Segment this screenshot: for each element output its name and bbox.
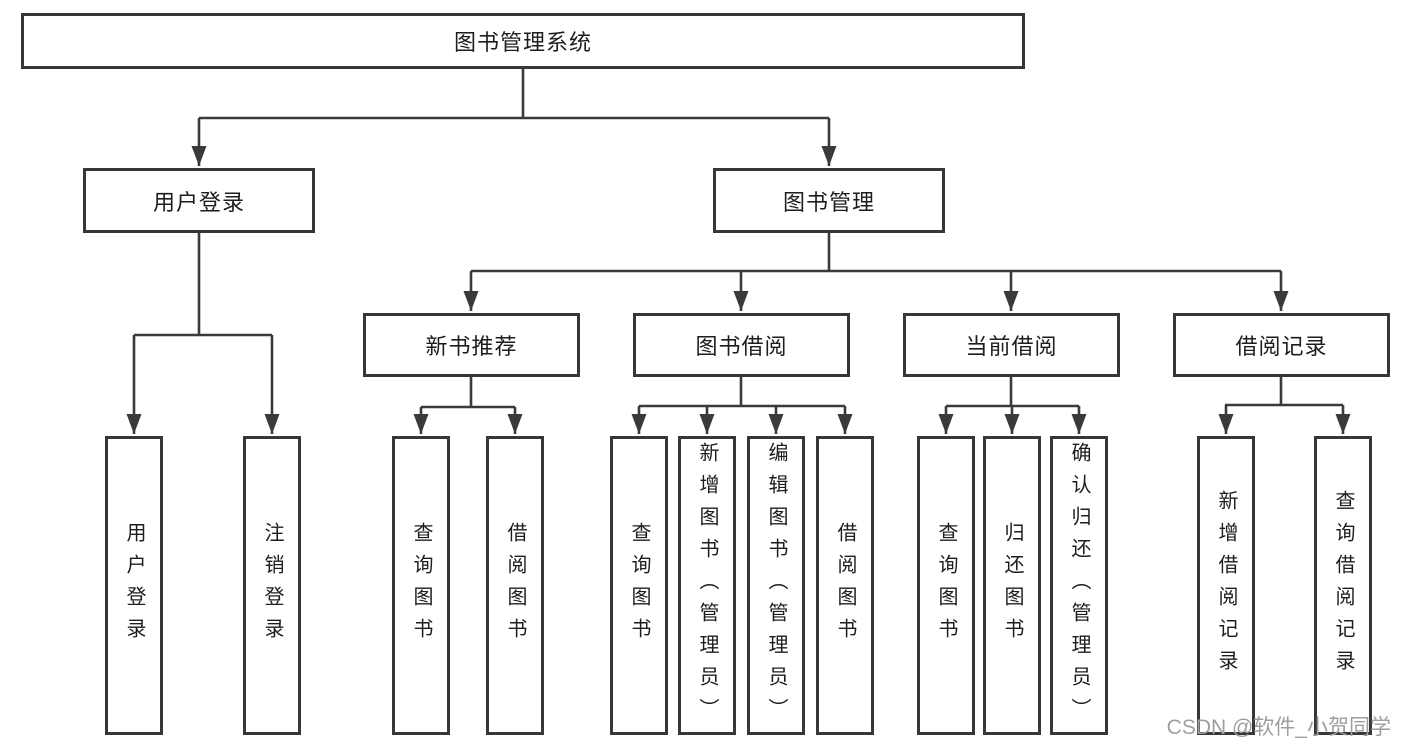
node-book-management-label: 图书管理 bbox=[782, 189, 875, 215]
node-book-borrow: 图书借阅 bbox=[633, 313, 850, 377]
node-user-login: 用户登录 bbox=[83, 168, 315, 233]
leaf-label: 查询图书 bbox=[628, 521, 650, 650]
node-current-borrow-label: 当前借阅 bbox=[965, 334, 1058, 359]
node-leaf-borrow-books-1: 借阅图书 bbox=[486, 436, 544, 735]
node-leaf-add-borrow-record: 新增借阅记录 bbox=[1197, 436, 1255, 735]
node-user-login-label: 用户登录 bbox=[152, 189, 245, 215]
node-leaf-add-book-admin: 新增图书（管理员） bbox=[678, 436, 736, 735]
csdn-watermark: CSDN @软件_小贺同学 bbox=[1166, 716, 1391, 739]
leaf-label: 借阅图书 bbox=[504, 521, 526, 650]
leaf-label: 用户登录 bbox=[123, 521, 145, 650]
leaf-label: 注销登录 bbox=[261, 521, 283, 650]
node-leaf-query-books-3: 查询图书 bbox=[917, 436, 975, 735]
node-borrow-records: 借阅记录 bbox=[1173, 313, 1390, 377]
node-leaf-query-books-2: 查询图书 bbox=[610, 436, 668, 735]
leaf-label: 归还图书 bbox=[1001, 521, 1023, 650]
node-current-borrow: 当前借阅 bbox=[903, 313, 1120, 377]
node-leaf-confirm-return-admin: 确认归还（管理员） bbox=[1050, 436, 1108, 735]
node-root-label: 图书管理系统 bbox=[453, 30, 592, 55]
leaf-label: 借阅图书 bbox=[834, 521, 856, 650]
node-leaf-return-books: 归还图书 bbox=[983, 436, 1041, 735]
leaf-label: 查询借阅记录 bbox=[1332, 489, 1354, 682]
leaf-label: 新增借阅记录 bbox=[1215, 489, 1237, 682]
node-new-book-recommend: 新书推荐 bbox=[363, 313, 580, 377]
node-borrow-records-label: 借阅记录 bbox=[1235, 334, 1328, 359]
node-book-management: 图书管理 bbox=[713, 168, 945, 233]
leaf-label: 查询图书 bbox=[935, 521, 957, 650]
node-new-book-recommend-label: 新书推荐 bbox=[425, 334, 518, 359]
node-leaf-edit-book-admin: 编辑图书（管理员） bbox=[747, 436, 805, 735]
node-leaf-user-login: 用户登录 bbox=[105, 436, 163, 735]
node-leaf-logout: 注销登录 bbox=[243, 436, 301, 735]
node-leaf-borrow-books-2: 借阅图书 bbox=[816, 436, 874, 735]
leaf-label: 确认归还（管理员） bbox=[1068, 441, 1090, 730]
node-book-borrow-label: 图书借阅 bbox=[695, 334, 788, 359]
node-leaf-query-borrow-record: 查询借阅记录 bbox=[1314, 436, 1372, 735]
leaf-label: 查询图书 bbox=[410, 521, 432, 650]
node-root: 图书管理系统 bbox=[21, 13, 1025, 69]
leaf-label: 编辑图书（管理员） bbox=[765, 441, 787, 730]
node-leaf-query-books-1: 查询图书 bbox=[392, 436, 450, 735]
leaf-label: 新增图书（管理员） bbox=[696, 441, 718, 730]
